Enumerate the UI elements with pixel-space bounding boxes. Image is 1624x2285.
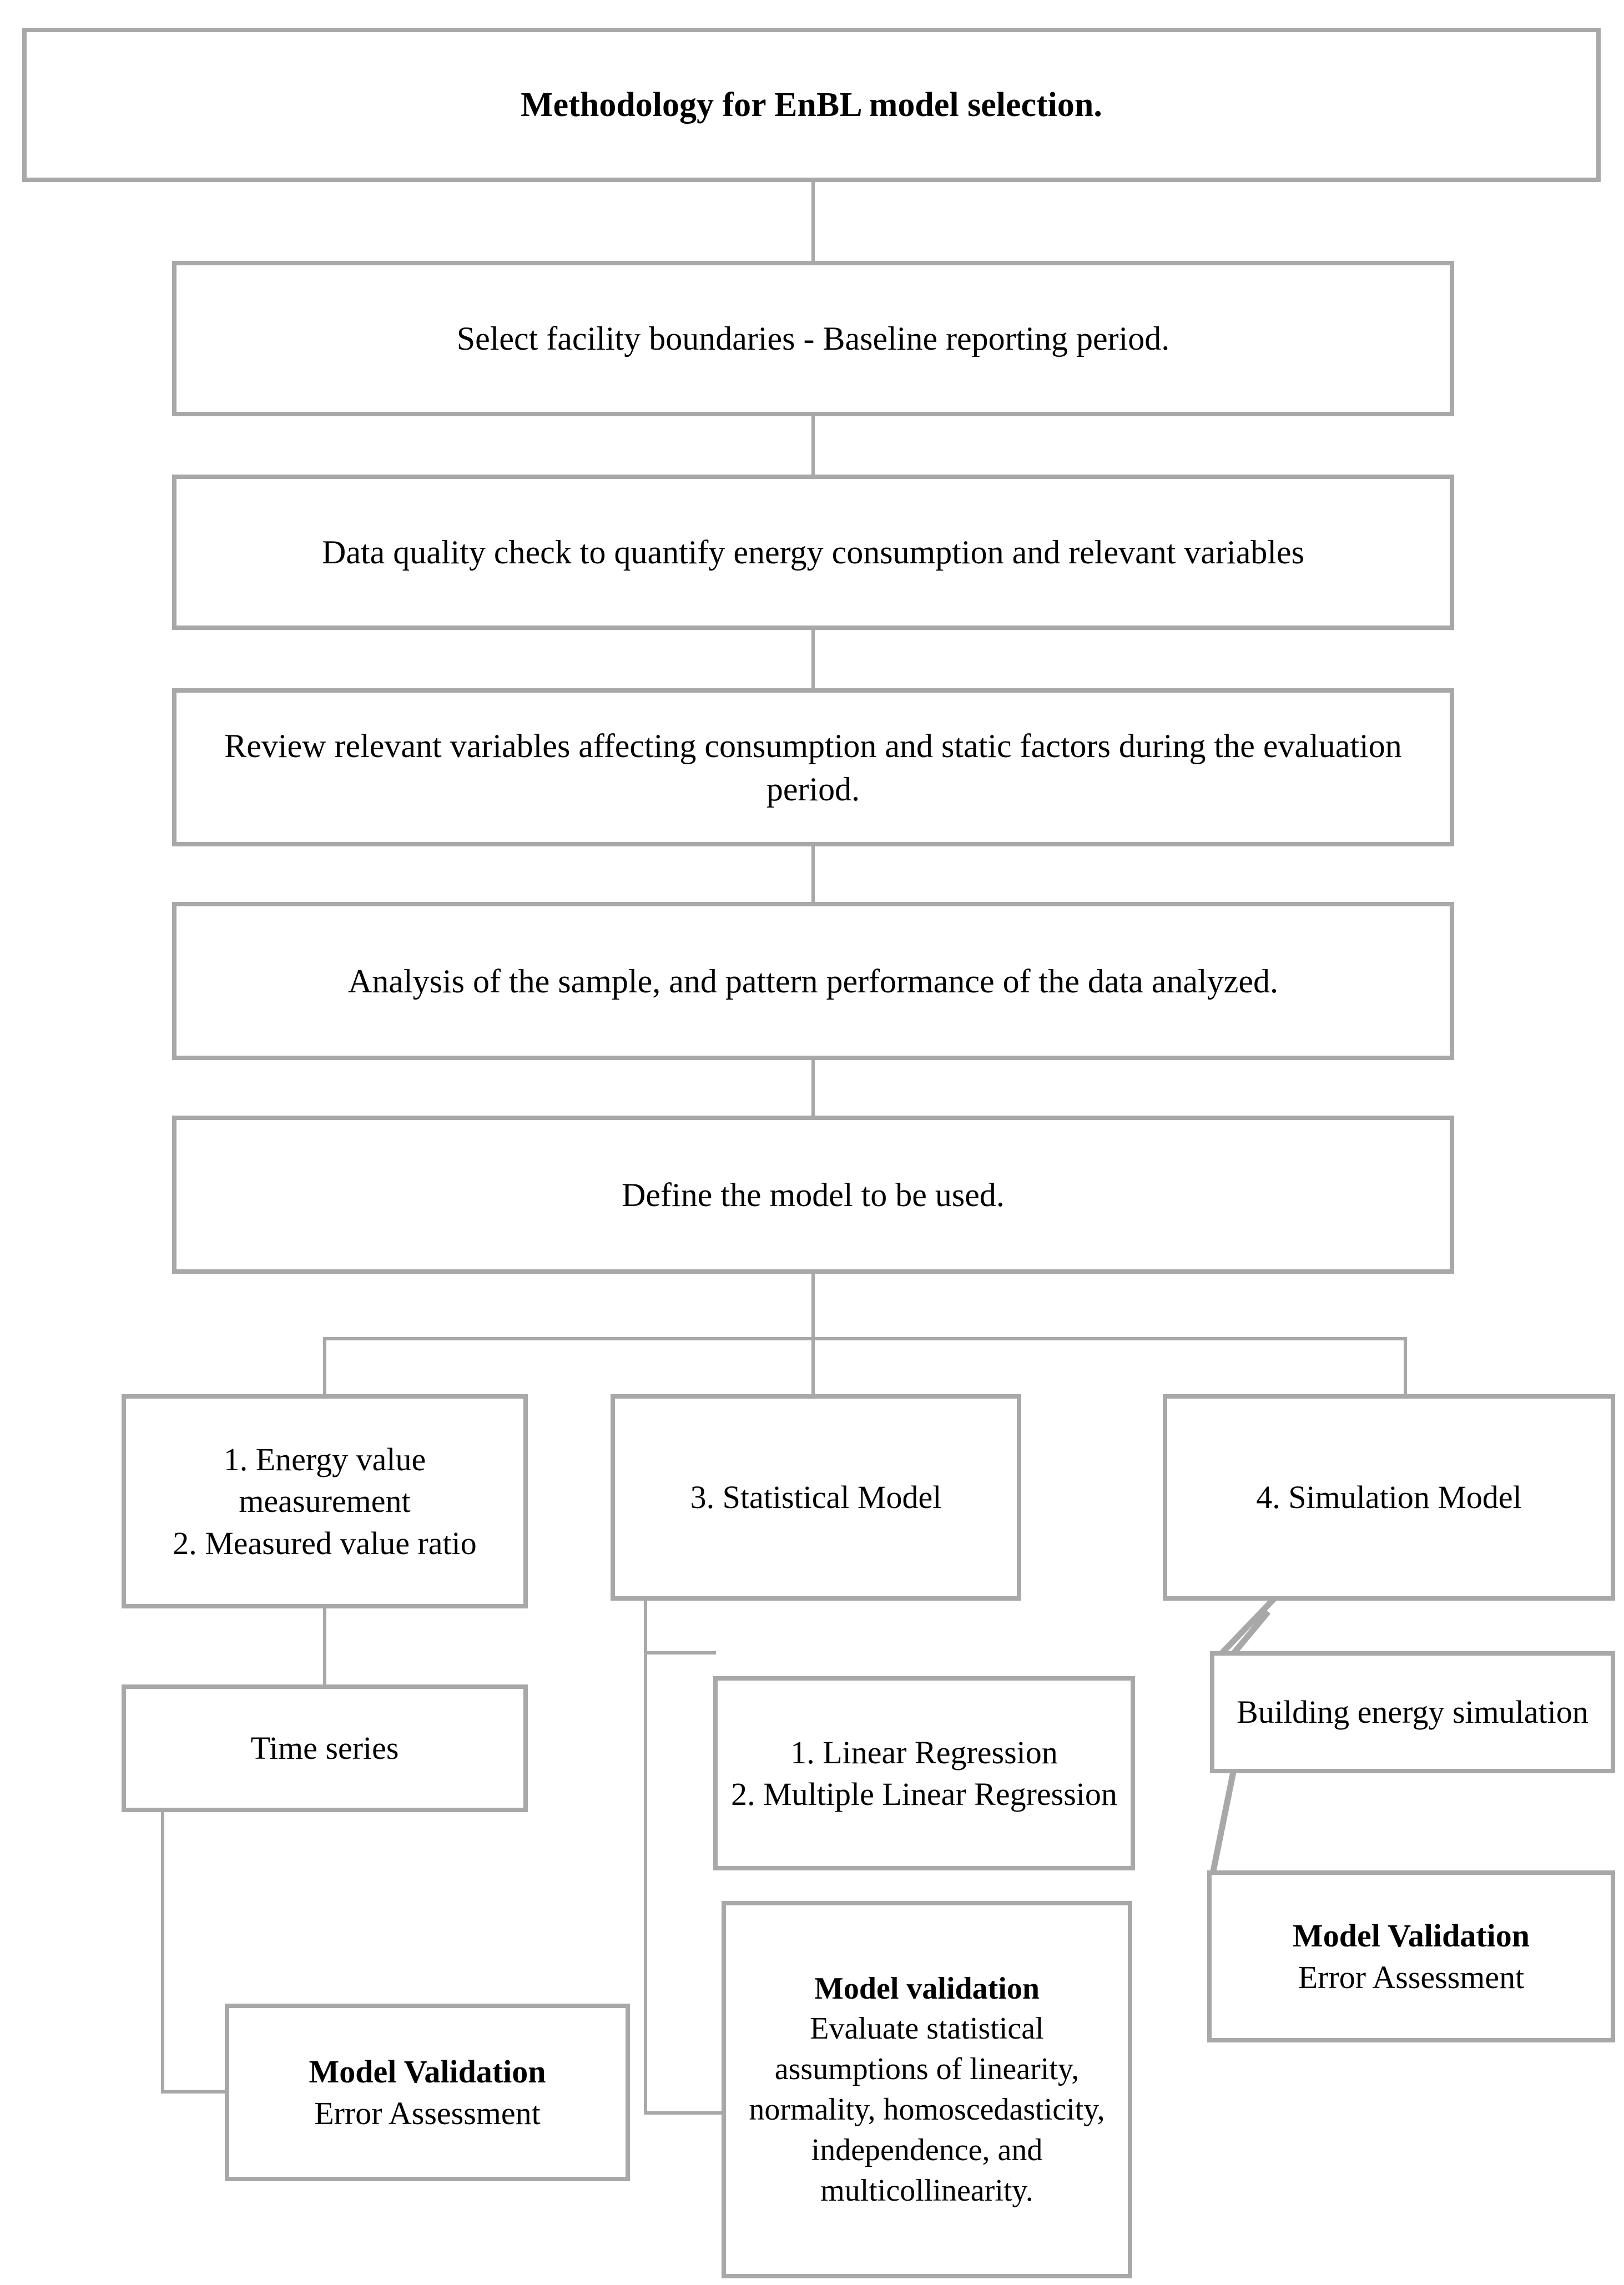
connector-statistical-to-linreg [644, 1651, 716, 1655]
node-select-facility-boundaries: Select facility boundaries - Baseline re… [172, 261, 1454, 416]
node-bldgsim-text: Building energy simulation [1237, 1694, 1588, 1731]
node-building-energy-simulation: Building energy simulation [1210, 1651, 1615, 1773]
connector-buildingsim-to-validation-right [1209, 1768, 1237, 1875]
node-mv-left-heading: Model Validation [309, 2053, 546, 2090]
node-review-text: Review relevant variables affecting cons… [224, 727, 1402, 808]
connector-quality-to-review [811, 630, 815, 688]
connector-branch-middle [811, 1337, 815, 1398]
node-analysis-of-sample: Analysis of the sample, and pattern perf… [172, 902, 1454, 1060]
connector-energy-to-timeseries [323, 1607, 326, 1688]
node-define-model: Define the model to be used. [172, 1116, 1454, 1274]
node-mv-right-heading: Model Validation [1292, 1917, 1530, 1954]
node-energy-value-measurement: 1. Energy value measurement 2. Measured … [122, 1394, 528, 1608]
node-time-series: Time series [122, 1684, 528, 1812]
node-model-validation-left: Model Validation Error Assessment [225, 2004, 630, 2181]
connector-analysis-to-define [811, 1060, 815, 1116]
connector-timeseries-to-validation-left [161, 2090, 228, 2094]
node-title: Methodology for EnBL model selection. [22, 28, 1601, 182]
node-data-quality-check: Data quality check to quantify energy co… [172, 475, 1454, 630]
connector-title-to-boundaries [811, 182, 815, 261]
node-energy-line1: 1. Energy value measurement [223, 1441, 426, 1520]
node-mv-left-body: Error Assessment [314, 2095, 541, 2131]
connector-statistical-to-validation-mid [644, 2111, 724, 2115]
connector-timeseries-down [161, 1810, 164, 2094]
node-energy-line2: 2. Measured value ratio [173, 1525, 477, 1561]
node-boundaries-text: Select facility boundaries - Baseline re… [456, 320, 1170, 357]
node-define-text: Define the model to be used. [622, 1176, 1005, 1213]
node-statistical-model: 3. Statistical Model [611, 1394, 1021, 1601]
node-mv-right-body: Error Assessment [1298, 1959, 1525, 1995]
node-statistical-text: 3. Statistical Model [690, 1479, 942, 1516]
node-simulation-text: 4. Simulation Model [1256, 1479, 1522, 1516]
node-review-relevant-variables: Review relevant variables affecting cons… [172, 688, 1454, 846]
connector-define-to-branchbar [811, 1274, 815, 1340]
branch-bar [323, 1337, 1407, 1340]
connector-branch-right [1404, 1337, 1407, 1398]
node-analysis-text: Analysis of the sample, and pattern perf… [348, 962, 1278, 1000]
node-linear-regression: 1. Linear Regression 2. Multiple Linear … [713, 1676, 1135, 1870]
connector-boundaries-to-quality [811, 416, 815, 475]
node-timeseries-text: Time series [250, 1730, 399, 1767]
connector-review-to-analysis [811, 846, 815, 902]
node-title-text: Methodology for EnBL model selection. [521, 85, 1102, 124]
node-model-validation-right: Model Validation Error Assessment [1207, 1870, 1615, 2042]
node-mv-mid-heading: Model validation [814, 1971, 1040, 2006]
node-quality-text: Data quality check to quantify energy co… [322, 534, 1304, 571]
node-linreg-line2: 2. Multiple Linear Regression [731, 1776, 1117, 1812]
node-mv-mid-body: Evaluate statistical assumptions of line… [749, 2011, 1105, 2208]
connector-simulation-to-buildingsim [1218, 1596, 1278, 1657]
node-simulation-model: 4. Simulation Model [1163, 1394, 1615, 1601]
connector-statistical-down [644, 1598, 647, 2115]
node-linreg-line1: 1. Linear Regression [790, 1734, 1058, 1771]
connector-branch-left [323, 1337, 326, 1398]
node-model-validation-middle: Model validation Evaluate statistical as… [722, 1901, 1132, 2278]
